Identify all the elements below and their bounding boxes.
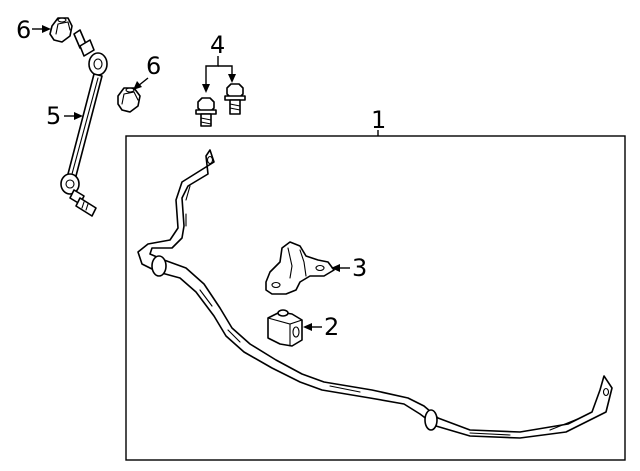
bushing-bracket[interactable]: [265, 241, 335, 295]
assembly-box: [125, 135, 626, 461]
callout-5-label: 5: [46, 102, 61, 130]
bracket-bolt-right[interactable]: [224, 83, 246, 115]
callout-3-label: 3: [352, 254, 367, 282]
callout-2-label: 2: [324, 313, 339, 341]
callout-6b-arrow: [133, 77, 149, 90]
bushing[interactable]: [267, 309, 303, 347]
stabilizer-link[interactable]: [60, 29, 108, 217]
callout-1-label: 1: [371, 106, 386, 134]
callout-3-arrow: [331, 264, 350, 272]
callout-6a-arrow: [32, 25, 51, 33]
bracket-bolt-left[interactable]: [195, 97, 217, 127]
callout-6b-label: 6: [146, 52, 161, 80]
link-nut-upper[interactable]: [49, 17, 73, 43]
callout-6a-label: 6: [16, 16, 31, 44]
callout-5-arrow: [64, 112, 83, 120]
callout-2-arrow: [303, 323, 322, 331]
callout-4-arrows: [202, 56, 236, 93]
callout-4-label: 4: [210, 31, 225, 59]
stabilizer-bar[interactable]: [137, 149, 613, 439]
link-nut-lower[interactable]: [117, 87, 141, 113]
